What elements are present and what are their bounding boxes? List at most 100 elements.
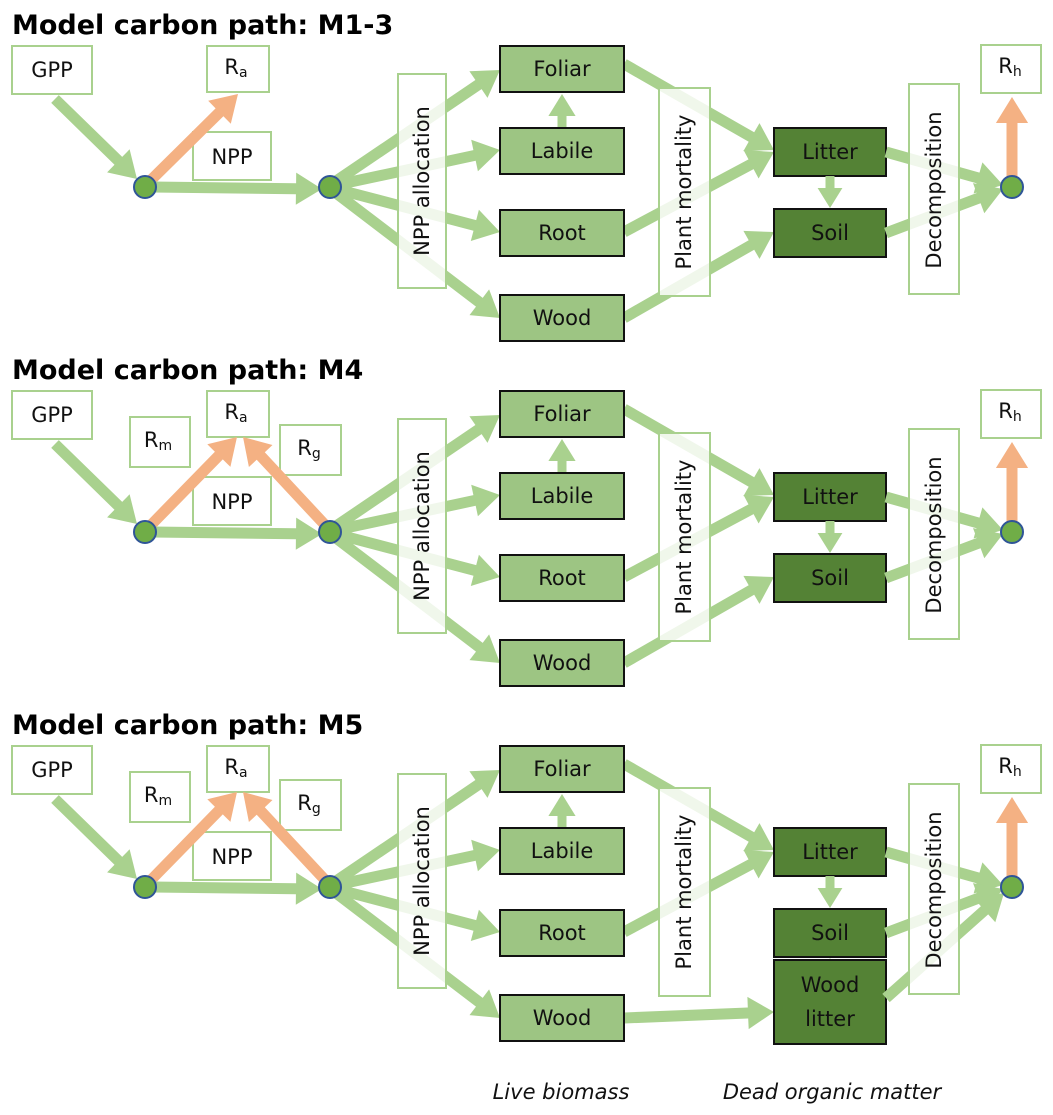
ra-label: Ra — [224, 400, 247, 426]
gpp-label: GPP — [31, 403, 73, 427]
rh-box — [980, 744, 1042, 794]
rg-label: Rg — [297, 436, 320, 462]
rh-box — [980, 389, 1042, 439]
dead-pool-soil-label: Soil — [811, 921, 849, 945]
dead-organic-matter-caption: Dead organic matter — [723, 1080, 943, 1104]
gpp-flow-arrow — [51, 95, 138, 179]
dead-pool-litter-label: Litter — [802, 140, 858, 164]
wood-litter-label-line: litter — [805, 1007, 855, 1031]
ra-label-base: R — [224, 55, 239, 79]
live-pool-root-label: Root — [538, 221, 586, 245]
growth-respiration-arrow — [243, 792, 330, 885]
live-pool-wood-label: Wood — [533, 306, 592, 330]
litter-to-soil-arrow — [817, 521, 843, 553]
rg-label-base: R — [297, 791, 312, 815]
dead-pool-soil-label: Soil — [811, 566, 849, 590]
ra-box — [206, 45, 270, 93]
npp-label: NPP — [211, 145, 252, 169]
npp-allocation-label: NPP allocation — [410, 806, 434, 956]
npp-box — [192, 476, 272, 526]
wood-litter-label-line: Wood — [801, 973, 860, 997]
decomposition-label: Decomposition — [922, 111, 946, 268]
rm-box — [129, 416, 191, 468]
ra-label-base: R — [224, 400, 239, 424]
rm-label-subscript: m — [158, 793, 172, 809]
gpp-label: GPP — [31, 58, 73, 82]
rh-label-base: R — [998, 754, 1013, 778]
decomposition-label: Decomposition — [922, 456, 946, 613]
rh-label-subscript: h — [1013, 764, 1022, 780]
live-pool-wood — [499, 639, 625, 687]
gpp-flow-arrow — [51, 795, 138, 879]
gpp-split-node — [133, 875, 157, 899]
decomposition-box — [908, 783, 960, 995]
plant-mortality-box — [658, 87, 711, 297]
live-pool-foliar — [499, 390, 625, 438]
npp-allocation-box — [397, 73, 447, 289]
labile-to-foliar-arrow — [548, 794, 576, 828]
npp-flow-arrow — [151, 872, 322, 905]
rg-box — [279, 779, 342, 831]
live-biomass-caption: Live biomass — [493, 1080, 630, 1104]
rm-label: Rm — [144, 428, 172, 454]
live-pool-root — [499, 909, 625, 957]
npp-allocation-label: NPP allocation — [410, 106, 434, 256]
rm-label-base: R — [144, 783, 159, 807]
live-pool-wood — [499, 294, 625, 342]
npp-node — [318, 175, 342, 199]
rh-label: Rh — [998, 54, 1021, 80]
rh-node — [1000, 875, 1024, 899]
live-pool-labile — [499, 127, 625, 175]
dead-pool-wood-litter — [773, 959, 887, 1045]
ra-label-base: R — [224, 755, 239, 779]
labile-to-foliar-arrow — [548, 94, 576, 128]
gpp-flow-arrow — [51, 440, 138, 524]
live-pool-labile-label: Labile — [531, 484, 594, 508]
plant-mortality-label: Plant mortality — [672, 460, 696, 615]
npp-node — [318, 875, 342, 899]
live-pool-labile — [499, 827, 625, 875]
dead-pool-litter-label: Litter — [802, 840, 858, 864]
litter-to-soil-arrow — [817, 876, 843, 908]
decomposition-label: Decomposition — [922, 811, 946, 968]
rh-box — [980, 44, 1042, 94]
plant-mortality-label: Plant mortality — [672, 115, 696, 270]
rh-label-subscript: h — [1013, 409, 1022, 425]
rg-label-subscript: g — [312, 446, 321, 462]
dead-pool-soil — [773, 208, 887, 258]
npp-label: NPP — [211, 845, 252, 869]
live-pool-wood — [499, 994, 625, 1042]
rg-label-subscript: g — [312, 801, 321, 817]
dead-pool-litter — [773, 127, 887, 177]
live-pool-root-label: Root — [538, 566, 586, 590]
live-pool-wood-label: Wood — [533, 1006, 592, 1030]
dead-pool-litter-label: Litter — [802, 485, 858, 509]
ra-label: Ra — [224, 55, 247, 81]
ra-box — [206, 745, 270, 793]
dead-pool-wood-litter-label: Wood litter — [801, 973, 860, 1031]
gpp-box — [11, 745, 93, 795]
live-pool-root — [499, 554, 625, 602]
npp-allocation-box — [397, 773, 447, 989]
live-pool-foliar-label: Foliar — [533, 757, 591, 781]
npp-label: NPP — [211, 490, 252, 514]
live-pool-labile-label: Labile — [531, 139, 594, 163]
npp-allocation-label: NPP allocation — [410, 451, 434, 601]
live-pool-foliar-label: Foliar — [533, 57, 591, 81]
rh-label-subscript: h — [1013, 64, 1022, 80]
gpp-split-node — [133, 520, 157, 544]
panel-title: Model carbon path: M5 — [12, 710, 363, 741]
maintenance-respiration-arrow — [146, 437, 237, 530]
rm-label-base: R — [144, 428, 159, 452]
dead-pool-soil-label: Soil — [811, 221, 849, 245]
rm-label-subscript: m — [158, 438, 172, 454]
gpp-box — [11, 390, 93, 440]
live-pool-foliar-label: Foliar — [533, 402, 591, 426]
plant-mortality-box — [658, 787, 711, 997]
autotrophic-respiration-arrow — [146, 94, 238, 185]
rh-label-base: R — [998, 399, 1013, 423]
rh-label-base: R — [998, 54, 1013, 78]
panel-title: Model carbon path: M1-3 — [12, 10, 393, 41]
